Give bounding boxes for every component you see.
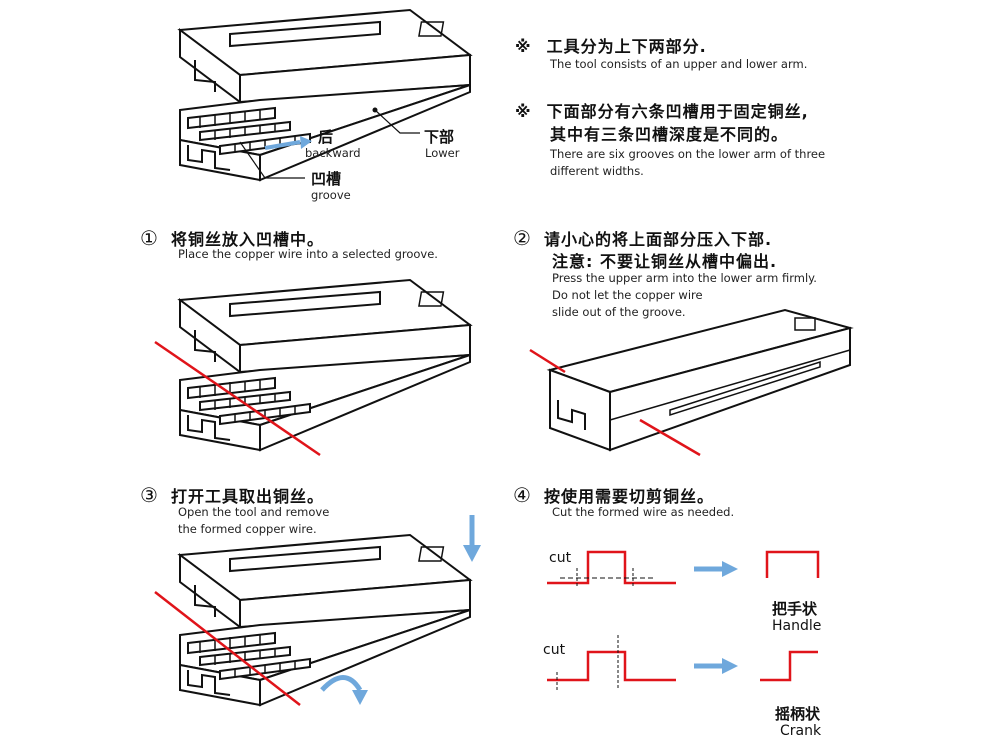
step-2-zh-line1: 请小心的将上面部分压入下部.: [544, 230, 773, 249]
intro-note-2-zh-line2: 其中有三条凹槽深度是不同的。: [550, 125, 789, 144]
lower-leader: [374, 109, 420, 134]
intro-note-2: ※ 下面部分有六条凹槽用于固定铜丝,: [515, 98, 809, 122]
crank-before: [547, 635, 676, 690]
step-1-zh: 将铜丝放入凹槽中。: [171, 230, 325, 249]
step2-tool: [546, 308, 854, 452]
intro-note-1-zh: 工具分为上下两部分.: [546, 37, 707, 56]
step-1: ① 将铜丝放入凹槽中。: [140, 226, 324, 250]
step-3-number: ③: [140, 483, 158, 507]
step3-wire: [154, 591, 301, 706]
rotate-arrow: [320, 675, 363, 692]
step-2-number: ②: [513, 226, 531, 250]
label-backward-zh: 后: [318, 128, 334, 146]
handle-after: [765, 550, 820, 578]
cut-label-handle: cut: [549, 550, 572, 566]
intro-note-1: ※ 工具分为上下两部分.: [515, 33, 707, 57]
step3-tool: [179, 534, 471, 706]
arrowhead-handle: [722, 561, 738, 577]
handle-label-en: Handle: [772, 618, 822, 634]
crank-label-en: Crank: [780, 723, 822, 739]
label-lower-en: Lower: [425, 146, 460, 160]
label-groove-zh: 凹槽: [311, 170, 342, 188]
intro-note-2-zh-line1: 下面部分有六条凹槽用于固定铜丝,: [546, 102, 809, 121]
label-groove-en: groove: [311, 188, 351, 202]
step-1-en: Place the copper wire into a selected gr…: [178, 247, 438, 261]
intro-note-1-en: The tool consists of an upper and lower …: [550, 57, 808, 71]
backward-arrow: [264, 140, 301, 150]
label-lower-zh: 下部: [424, 128, 455, 146]
handle-before: [547, 550, 676, 588]
cut-label-crank: cut: [543, 642, 566, 658]
note-mark: ※: [515, 37, 532, 56]
step-2-en-line1: Press the upper arm into the lower arm f…: [552, 271, 817, 285]
step-4-zh: 按使用需要切剪铜丝。: [544, 487, 715, 506]
step-3-zh: 打开工具取出铜丝。: [171, 487, 325, 506]
step1-wire: [154, 340, 321, 457]
step-4-en: Cut the formed wire as needed.: [552, 505, 735, 519]
step-2-en-line2: Do not let the copper wire: [552, 288, 703, 302]
step-2-zh-line2: 注意: 不要让铜丝从槽中偏出.: [552, 252, 778, 271]
handle-label-zh: 把手状: [772, 600, 818, 618]
step-4: ④ 按使用需要切剪铜丝。: [513, 483, 714, 507]
step-1-number: ①: [140, 226, 158, 250]
step1-tool: [179, 279, 471, 451]
press-arrowhead: [463, 545, 481, 562]
groove-leader: [239, 141, 305, 179]
crank-after: [760, 650, 818, 682]
step2-wire-out: [639, 418, 701, 457]
crank-label-zh: 摇柄状: [775, 705, 821, 723]
step-3-en-line1: Open the tool and remove: [178, 505, 330, 519]
step-4-number: ④: [513, 483, 531, 507]
backward-arrowhead: [300, 136, 312, 149]
rotate-arrowhead: [352, 690, 368, 705]
step-3: ③ 打开工具取出铜丝。: [140, 483, 324, 507]
label-backward-en: backward: [305, 146, 361, 160]
step-2-en-line3: slide out of the groove.: [552, 305, 686, 319]
step2-wire-in: [529, 348, 566, 374]
intro-note-2-en-line1: There are six grooves on the lower arm o…: [550, 147, 826, 161]
note-mark: ※: [515, 102, 532, 121]
arrowhead-crank: [722, 658, 738, 674]
intro-note-2-en-line2: different widths.: [550, 164, 644, 178]
step-2: ② 请小心的将上面部分压入下部.: [513, 226, 772, 250]
step-3-en-line2: the formed copper wire.: [178, 522, 317, 536]
